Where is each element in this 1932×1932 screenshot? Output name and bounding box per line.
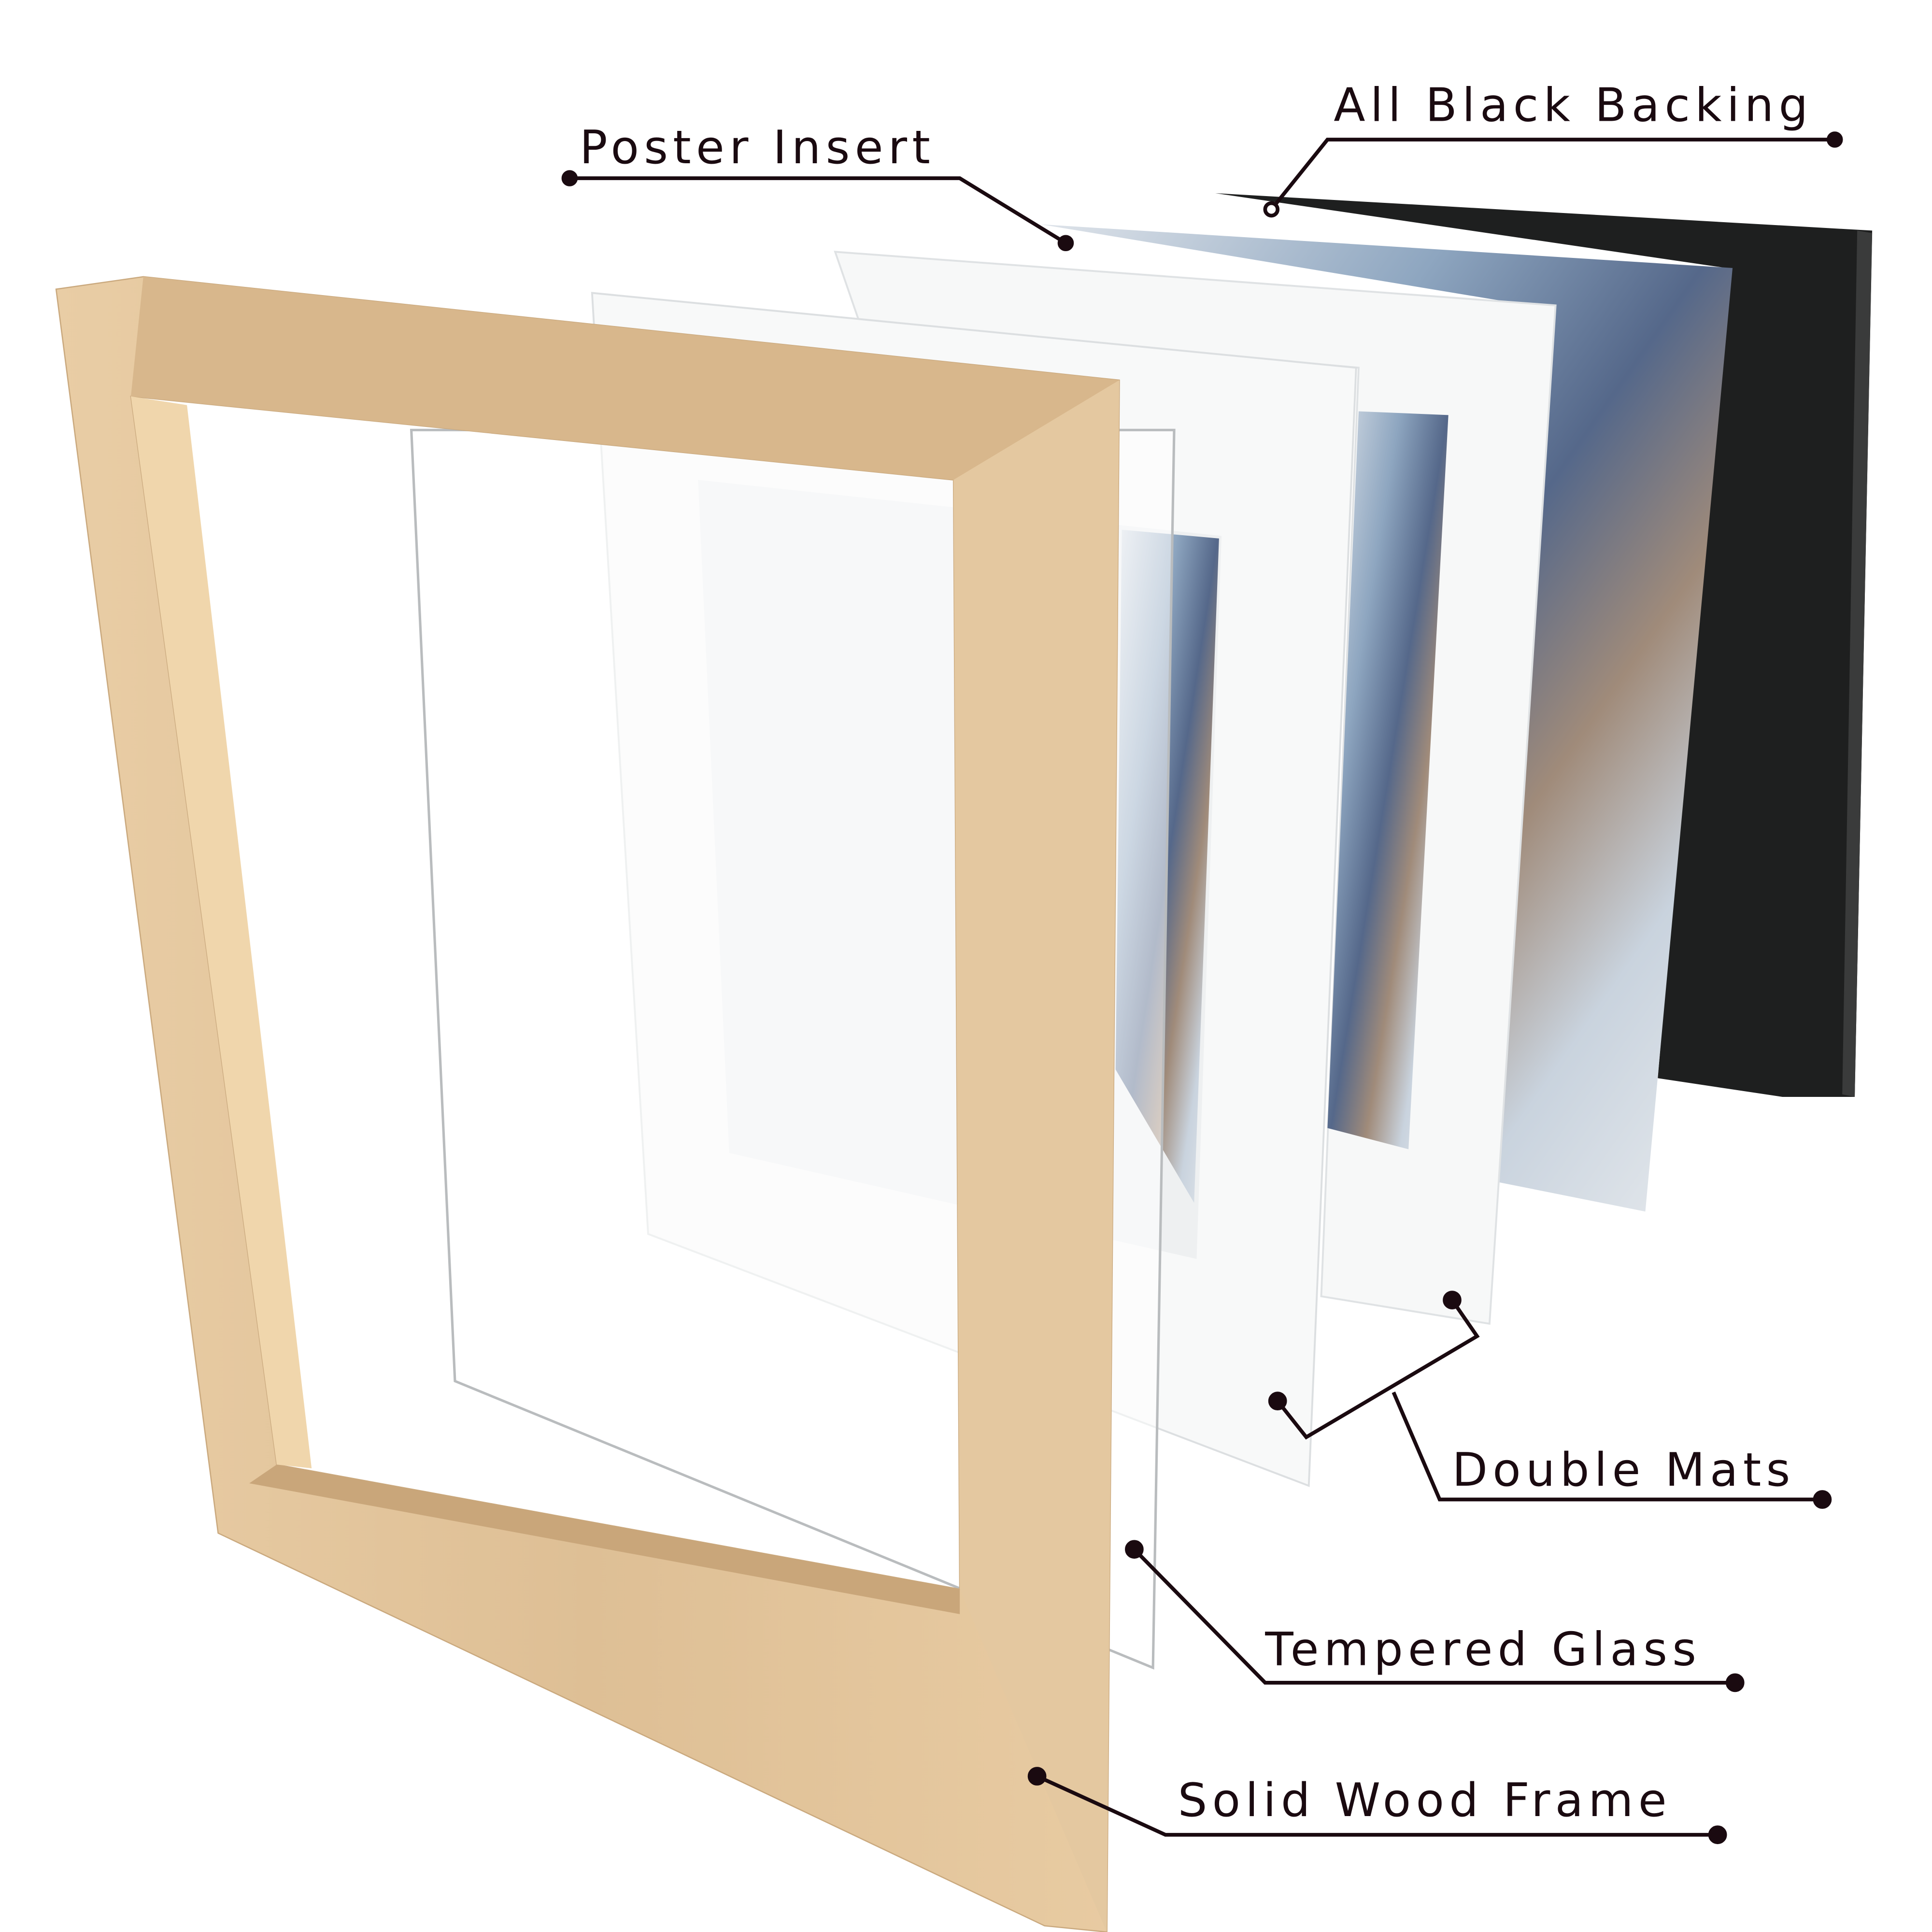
callout-poster-insert xyxy=(561,170,1074,251)
label-solid-wood-frame: Solid Wood Frame xyxy=(1178,1773,1672,1827)
poster-insert xyxy=(1040,224,1733,1212)
callout-double-mats xyxy=(1268,1291,1832,1509)
callout-solid-wood-frame xyxy=(1027,1767,1727,1845)
black-backing xyxy=(1215,193,1873,1097)
label-all-black-backing: All Black Backing xyxy=(1334,78,1813,132)
label-tempered-glass: Tempered Glass xyxy=(1264,1622,1701,1676)
solid-wood-frame xyxy=(55,276,1120,1932)
callout-tempered-glass xyxy=(1125,1540,1745,1692)
label-poster-insert: Poster Insert xyxy=(580,120,935,174)
label-double-mats: Double Mats xyxy=(1452,1443,1795,1497)
callout-all-black-backing xyxy=(1263,131,1843,218)
